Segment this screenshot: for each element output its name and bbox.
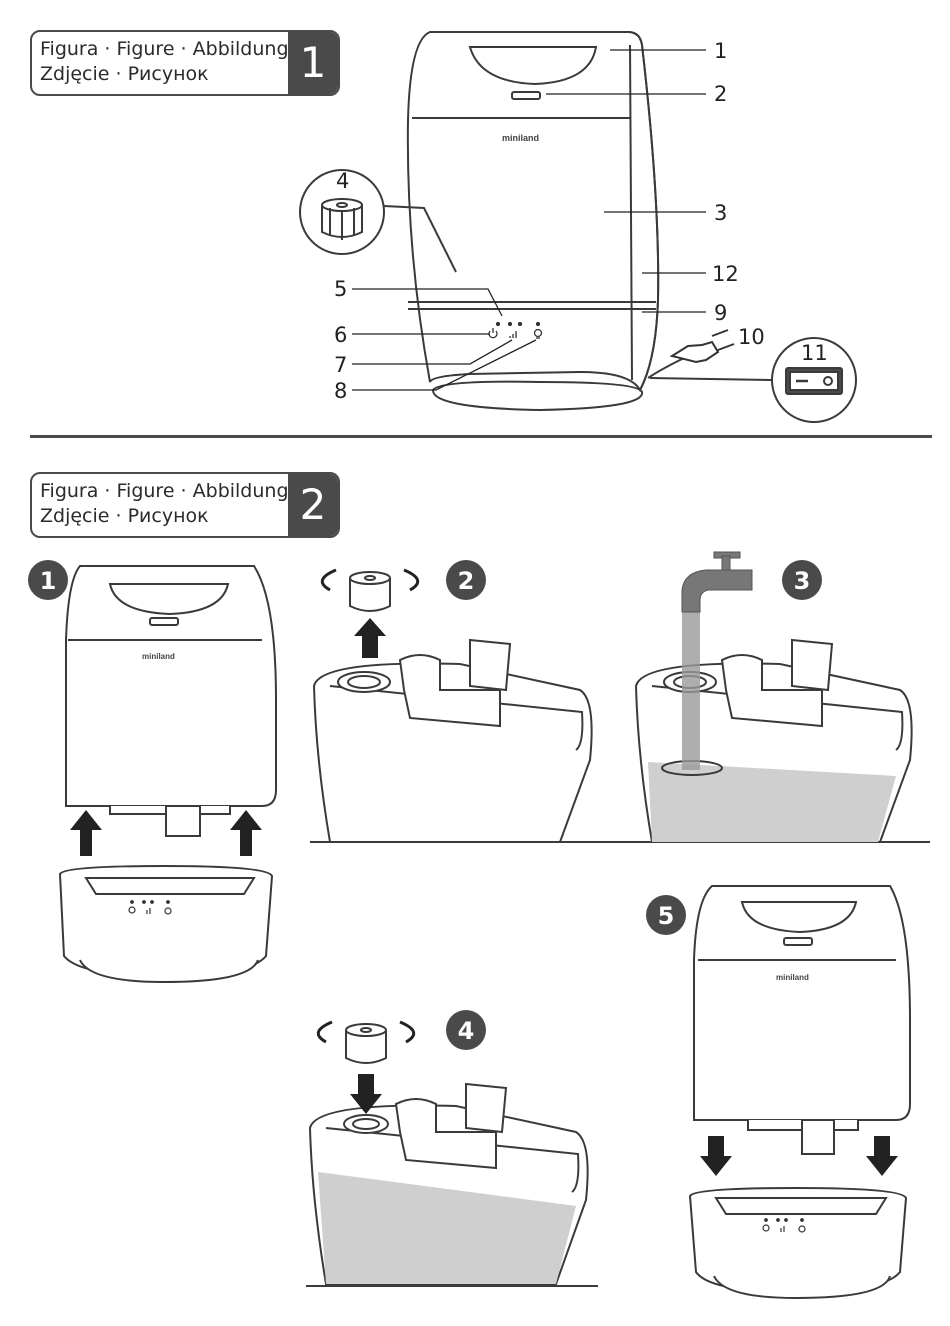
step-1-illustration [60, 566, 276, 982]
brand-logo-step5: miniland [776, 973, 809, 982]
step-3-number: 3 [794, 567, 811, 595]
step-4-number: 4 [458, 1017, 475, 1045]
callout-5: 5 [334, 277, 347, 301]
callout-3: 3 [714, 201, 727, 225]
brand-logo-fig1: miniland [502, 133, 539, 143]
step-2-number: 2 [458, 567, 475, 595]
callout-8: 8 [334, 379, 347, 403]
callout-1: 1 [714, 39, 727, 63]
step-1-number: 1 [40, 567, 57, 595]
callout-4: 4 [336, 169, 349, 193]
arrow-down-icon [700, 1136, 898, 1176]
callout-12: 12 [712, 262, 739, 286]
callout-11: 11 [801, 341, 828, 365]
faucet-icon [682, 552, 752, 612]
water-stream [682, 610, 700, 770]
cap-step2 [350, 572, 390, 611]
callout-10: 10 [738, 325, 765, 349]
step-4-illustration [306, 1084, 598, 1286]
step-3-illustration [636, 640, 912, 842]
callout-7: 7 [334, 353, 347, 377]
cap-step4 [346, 1024, 386, 1063]
callout-2: 2 [714, 82, 727, 106]
plug-icon [672, 330, 734, 362]
brand-logo-step1: miniland [142, 652, 175, 661]
callout-6: 6 [334, 323, 347, 347]
step-5-number: 5 [658, 902, 675, 930]
humidifier-front-view [408, 32, 700, 410]
callout-9: 9 [714, 301, 727, 325]
arrow-up-icon [354, 618, 386, 658]
step-5-illustration [690, 886, 910, 1298]
